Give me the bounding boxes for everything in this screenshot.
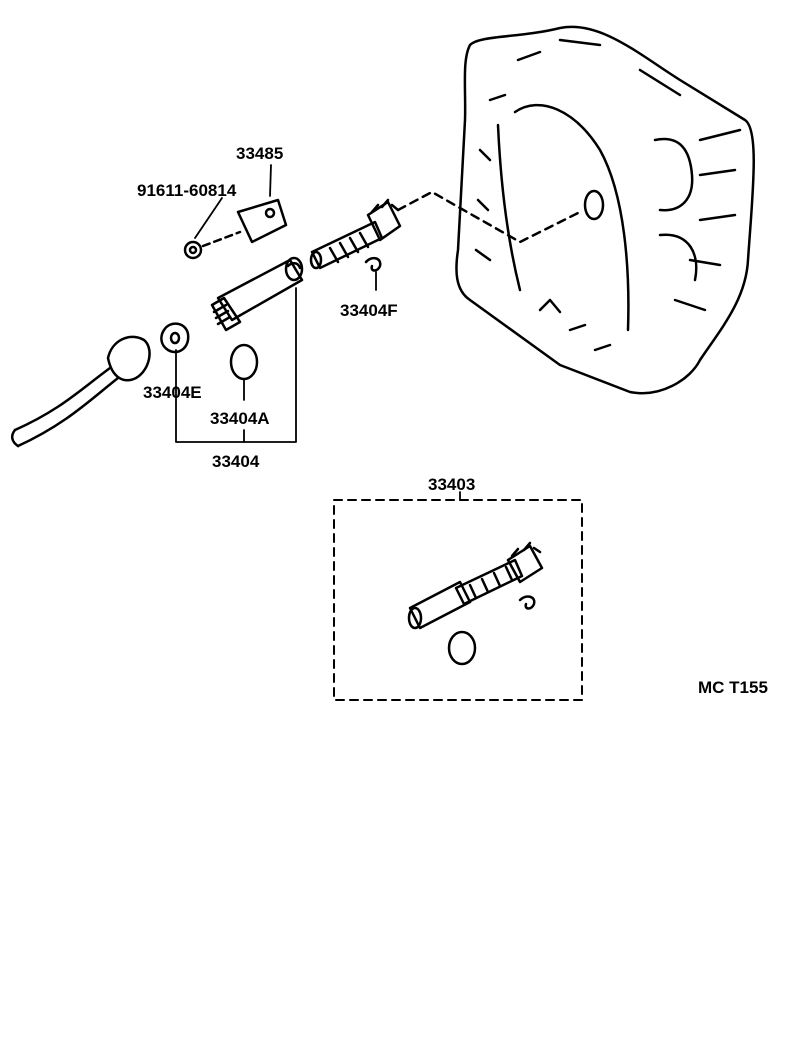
transmission-housing xyxy=(455,25,755,395)
driven-gear-part xyxy=(309,198,402,270)
oring-part xyxy=(229,343,259,381)
label-oring: 33404A xyxy=(210,409,270,428)
speedometer-cable-part xyxy=(10,335,151,448)
clip-part xyxy=(364,256,382,272)
label-sleeve-assy: 33404 xyxy=(212,452,260,471)
mounting-leader xyxy=(396,190,582,244)
gear-kit-box xyxy=(333,499,583,701)
label-bolt: 91611-60814 xyxy=(137,181,237,200)
bolt-part xyxy=(183,240,203,260)
sleeve-assembly-part xyxy=(210,256,304,332)
label-sleeve: 33404E xyxy=(143,383,202,402)
assembly-bracket xyxy=(175,287,297,443)
label-gear-kit: 33403 xyxy=(428,475,476,494)
figure-code: MC T155 xyxy=(698,678,768,697)
label-clip: 33404F xyxy=(340,301,398,320)
label-retainer: 33485 xyxy=(236,144,284,163)
gear-kit-parts xyxy=(407,541,544,666)
retainer-part xyxy=(236,198,288,244)
sleeve-part xyxy=(160,322,190,354)
